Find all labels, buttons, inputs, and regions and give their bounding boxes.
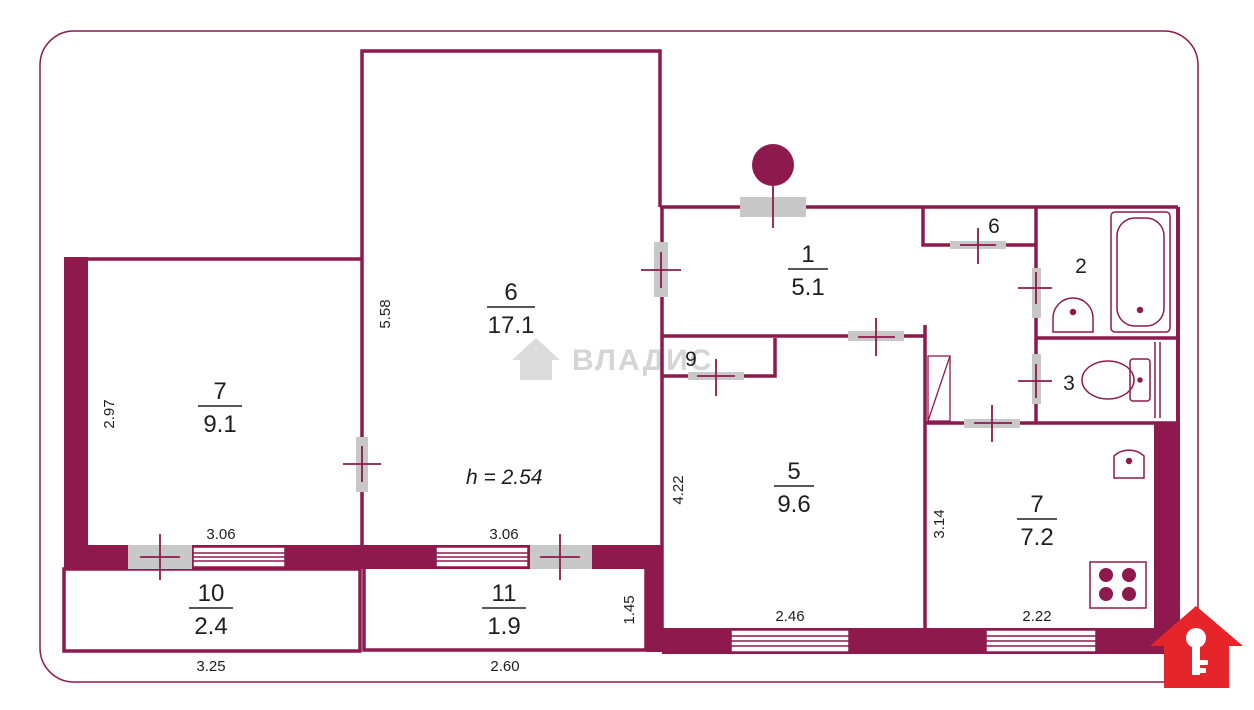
dim-3-06-right: 3.06 bbox=[489, 526, 518, 543]
room-number: 7 bbox=[213, 378, 226, 405]
toilet bbox=[1081, 342, 1161, 418]
room-5: 5 9.6 bbox=[774, 458, 814, 518]
room-10: 10 2.4 bbox=[189, 580, 233, 640]
room-number: 5 bbox=[787, 458, 800, 485]
dim-1-45: 1.45 bbox=[621, 595, 638, 624]
bath-2-label: 2 bbox=[1075, 255, 1087, 278]
window-room5 bbox=[730, 629, 850, 653]
bathtub bbox=[1110, 211, 1171, 333]
wall-room6 bbox=[360, 49, 662, 545]
stove bbox=[1089, 561, 1147, 609]
house-icon bbox=[512, 338, 560, 380]
room-6: 6 17.1 bbox=[487, 279, 535, 339]
room-7-kitchen: 7 7.2 bbox=[1017, 491, 1057, 551]
entrance-marker bbox=[752, 144, 794, 186]
room-area: 17.1 bbox=[488, 312, 535, 339]
dim-2-60: 2.60 bbox=[490, 658, 519, 675]
window-room7 bbox=[192, 546, 286, 568]
window-kitchen bbox=[985, 629, 1097, 653]
dimensions: 5.58 2.97 3.06 3.06 4.22 3.14 1.45 2.46 … bbox=[101, 299, 1052, 675]
room-1: 1 5.1 bbox=[788, 241, 828, 301]
outer-frame bbox=[39, 30, 1199, 683]
room-labels: 7 9.1 6 17.1 1 5.1 5 9.6 7 7.2 10 2.4 bbox=[189, 215, 1087, 640]
dim-4-22: 4.22 bbox=[670, 475, 687, 504]
door-marks bbox=[140, 186, 1052, 580]
room-area: 9.6 bbox=[777, 491, 810, 518]
kitchen-sink bbox=[1113, 449, 1145, 479]
room-area: 7.2 bbox=[1020, 524, 1053, 551]
dim-3-25: 3.25 bbox=[196, 658, 225, 675]
dim-2-46: 2.46 bbox=[775, 608, 804, 625]
room-number: 11 bbox=[492, 580, 517, 607]
house-key-logo: 1 bbox=[1150, 606, 1243, 688]
room-number: 6 bbox=[504, 279, 517, 306]
room-7-left: 7 9.1 bbox=[198, 378, 242, 438]
closet-6-label: 6 bbox=[988, 215, 1000, 238]
window-room6 bbox=[435, 546, 529, 568]
room-area: 5.1 bbox=[791, 274, 824, 301]
dim-2-22: 2.22 bbox=[1022, 608, 1051, 625]
bath-sink bbox=[1052, 297, 1094, 333]
wardrobe bbox=[927, 355, 951, 422]
ceiling-height: h = 2.54 bbox=[466, 466, 542, 489]
watermark-text: ВЛАДИС bbox=[572, 344, 713, 377]
closet-9-label: 9 bbox=[685, 348, 697, 371]
room-11: 11 1.9 bbox=[482, 580, 526, 640]
room-area: 9.1 bbox=[203, 411, 236, 438]
dim-3-14: 3.14 bbox=[931, 509, 948, 538]
room-number: 1 bbox=[801, 241, 814, 268]
room-area: 1.9 bbox=[487, 613, 520, 640]
wall-closet6 bbox=[921, 207, 1035, 247]
room-number: 7 bbox=[1030, 491, 1043, 518]
windows bbox=[192, 546, 1097, 653]
dim-5-58: 5.58 bbox=[377, 299, 394, 328]
room-number: 10 bbox=[198, 580, 225, 607]
wc-3-label: 3 bbox=[1063, 372, 1075, 395]
dim-3-06-left: 3.06 bbox=[206, 526, 235, 543]
dim-2-97: 2.97 bbox=[101, 399, 118, 428]
watermark: ВЛАДИС bbox=[512, 338, 713, 380]
room-area: 2.4 bbox=[194, 613, 227, 640]
